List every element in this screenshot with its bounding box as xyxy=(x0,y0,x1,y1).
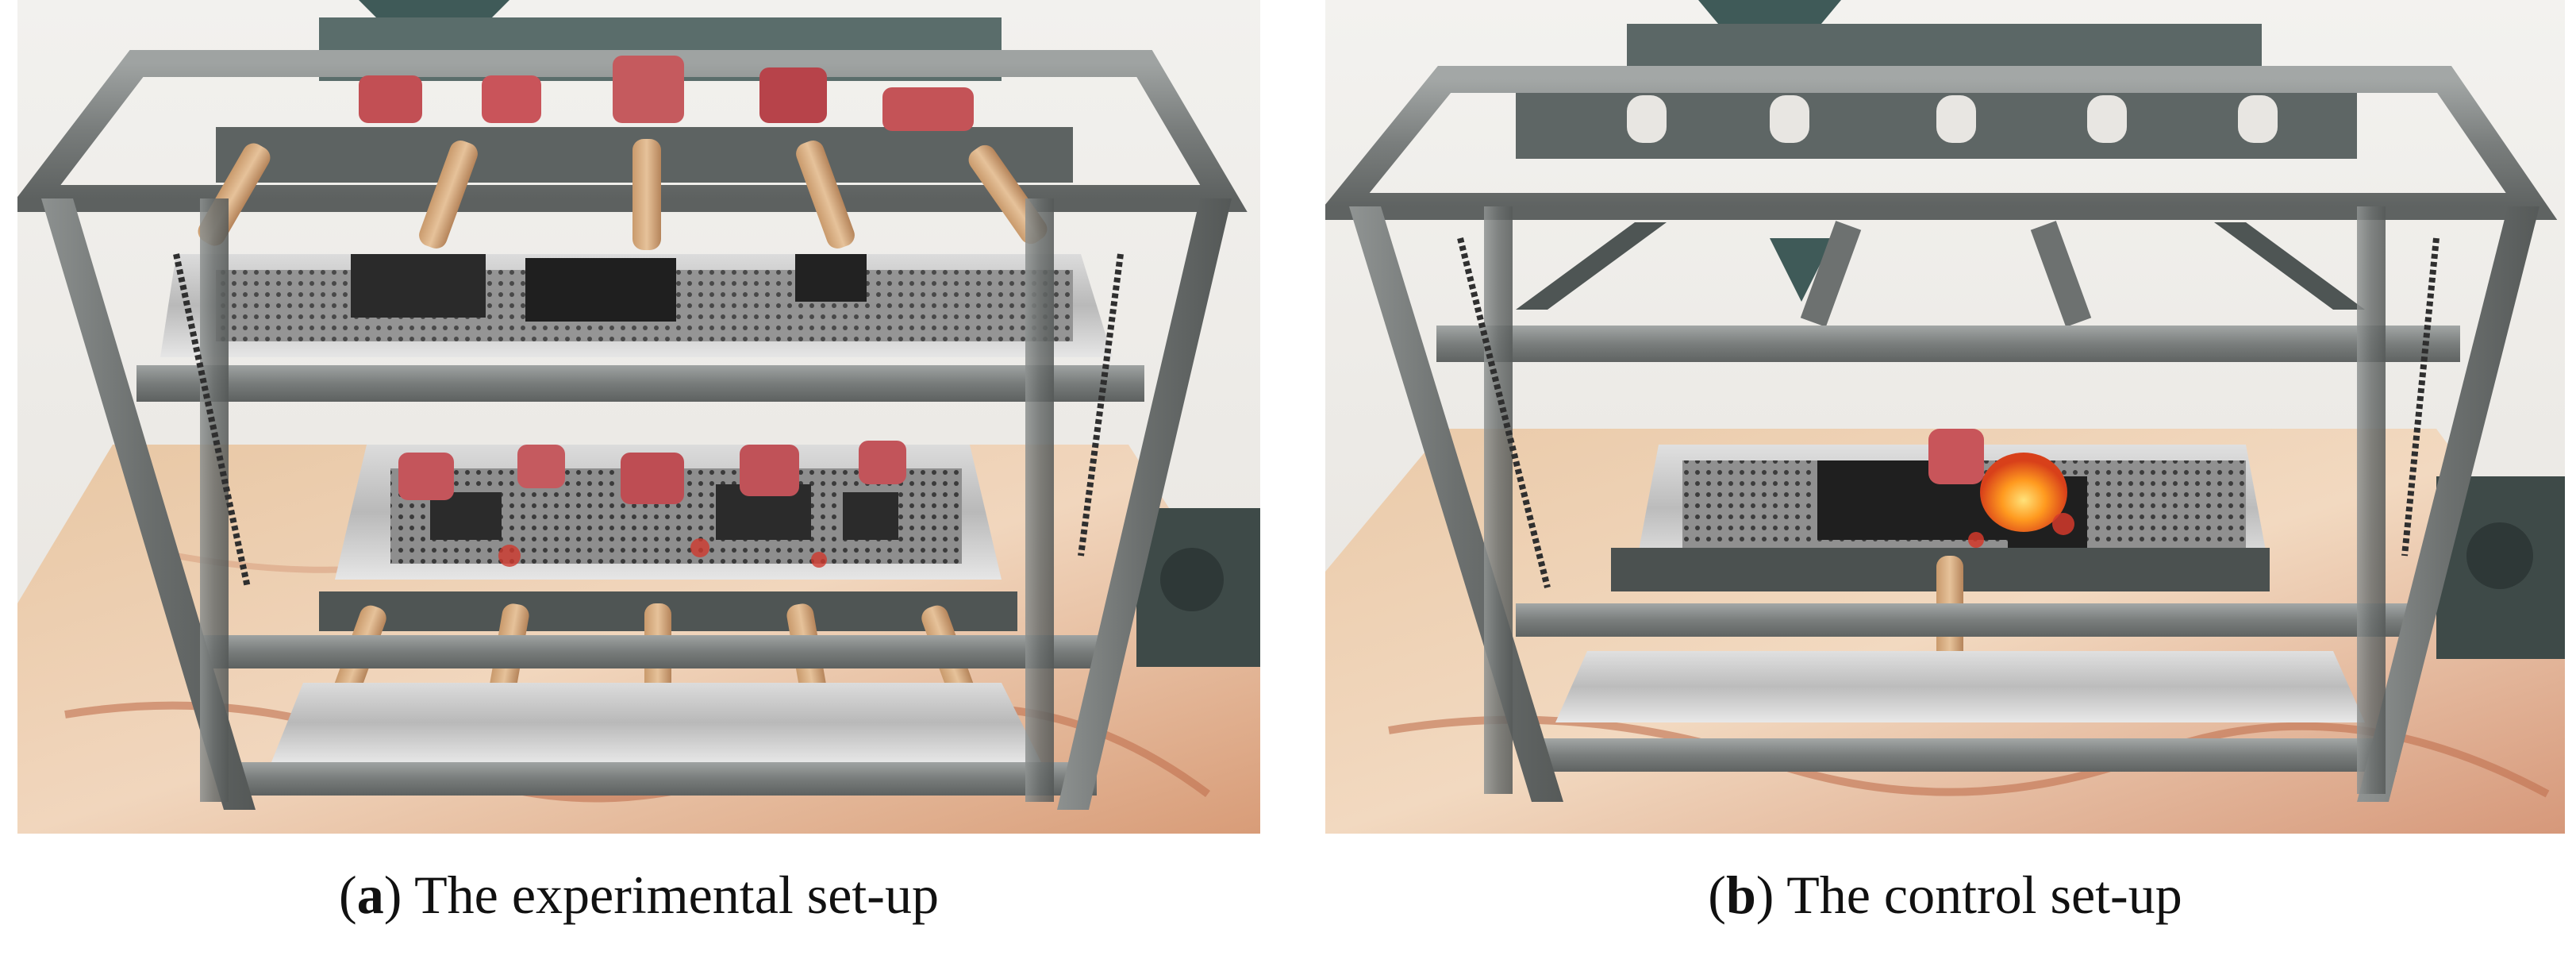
caption-text-a: The experimental set-up xyxy=(414,865,939,925)
caption-experimental: (a) The experimental set-up xyxy=(339,865,939,925)
experimental-setup-photo xyxy=(17,0,1260,834)
caption-control: (b) The control set-up xyxy=(1708,865,2182,925)
control-setup-photo xyxy=(1325,0,2565,834)
meat-control xyxy=(1928,429,1984,484)
caption-letter-b: b xyxy=(1725,865,1756,925)
meat-upper xyxy=(359,56,974,131)
photo-panel-experimental xyxy=(17,0,1260,834)
meat-lower xyxy=(398,441,906,504)
caption-text-b: The control set-up xyxy=(1786,865,2182,925)
caption-letter-a: a xyxy=(356,865,384,925)
photo-panel-control xyxy=(1325,0,2565,834)
